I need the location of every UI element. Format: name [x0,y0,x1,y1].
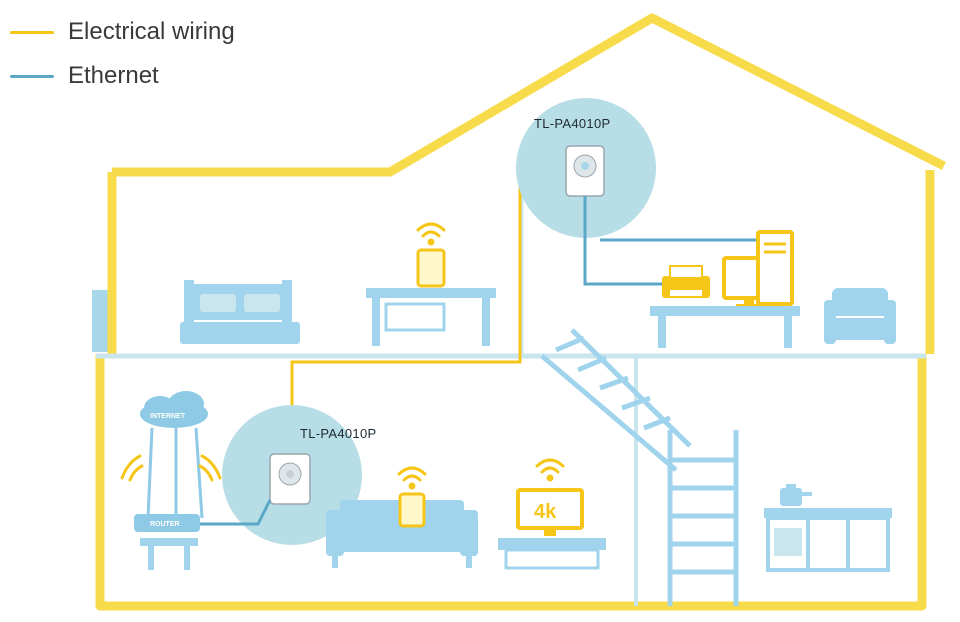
legend-item-ethernet: Ethernet [10,62,159,90]
computer [722,230,794,308]
router-label: ROUTER [150,521,180,528]
wifi-icon [416,222,446,246]
router: ROUTER [134,514,200,532]
cloud-label: INTERNET [150,413,186,420]
internet-cloud-icon: INTERNET [140,391,208,428]
router-wifi-right-icon [198,454,222,482]
upper-desk [366,288,496,346]
kitchen-counter [764,508,892,572]
cooking-pot-icon [780,484,812,506]
office-desk [650,306,800,348]
bed [180,280,300,344]
ethernet-swatch [10,74,54,78]
router-antennas [146,427,204,519]
upper-adapter-label: TL-PA4010P [534,116,610,131]
lower-powerline-adapter [269,453,311,505]
legend-label-ethernet: Ethernet [68,62,159,89]
electrical-wiring-swatch [10,30,54,34]
tablet [416,248,446,288]
tv-wifi-icon [535,458,565,482]
armchair [824,288,896,344]
printer [662,265,710,298]
tv-stand [498,538,606,570]
tv: 4k [516,488,584,536]
legend-item-electrical: Electrical wiring [10,18,235,46]
router-wifi-left-icon [120,454,144,482]
smartphone [398,492,426,528]
legend-label-electrical: Electrical wiring [68,18,235,45]
lower-adapter-label: TL-PA4010P [300,426,376,441]
router-table [140,538,198,570]
staircase [540,328,739,606]
sofa-wifi-icon [397,466,427,490]
chimney [92,290,110,352]
upper-powerline-adapter [565,145,605,197]
house-outline [95,13,947,611]
tv-label: 4k [534,501,557,523]
